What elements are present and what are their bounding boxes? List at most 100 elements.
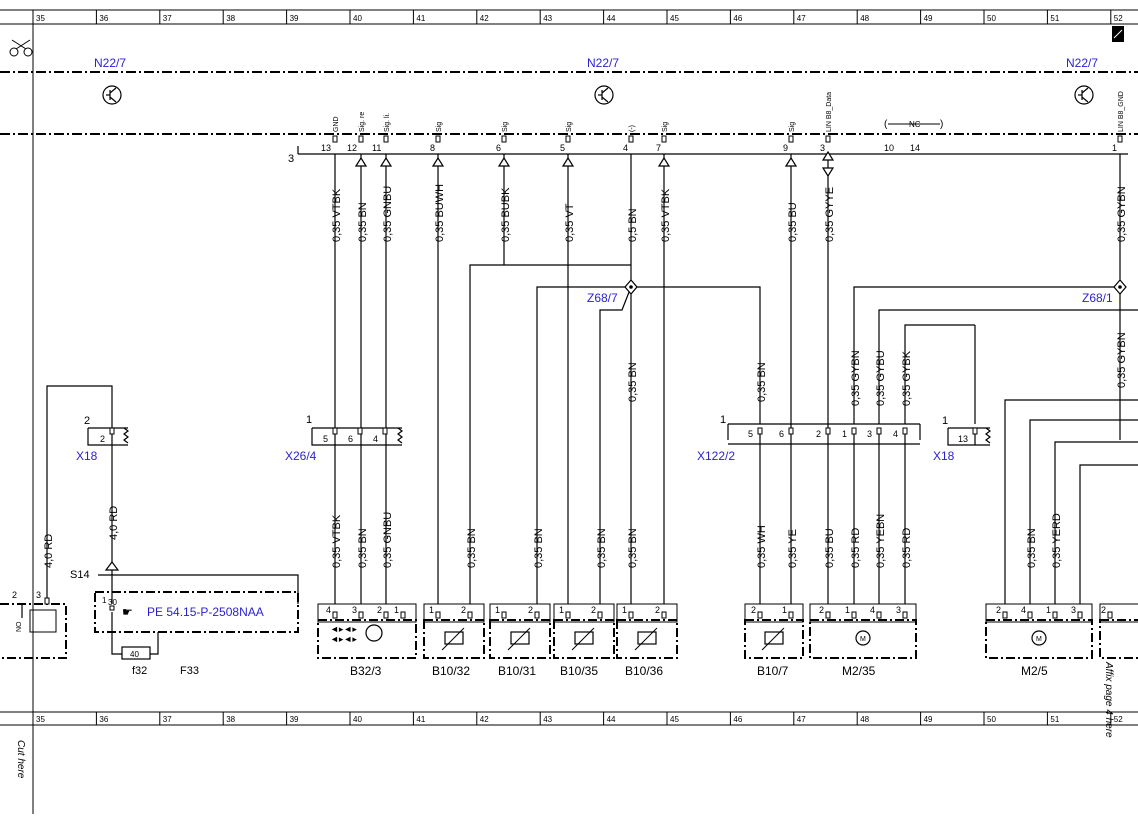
connector-x18-left: 2 2 X18 (76, 415, 129, 463)
ecu-pin-signal: GND (333, 116, 340, 132)
ecu-pin-number: 11 (372, 143, 381, 153)
component-pin-number: 1 (495, 605, 500, 615)
component-pin-number: 1 (394, 605, 399, 615)
ecu-pin (435, 135, 441, 143)
ecu-pin (383, 135, 389, 143)
n22-7-label-right: N22/7 (1066, 56, 1098, 70)
svg-text:4: 4 (373, 434, 378, 444)
svg-text:1: 1 (942, 415, 948, 427)
ruler-label-top: 48 (860, 14, 869, 23)
bidirectional-arrow (821, 150, 835, 178)
component-name: B10/31 (498, 664, 536, 678)
svg-text:4: 4 (893, 429, 898, 439)
ecu-pin (501, 135, 507, 143)
component-pin (358, 611, 364, 619)
signal-arrow (497, 156, 511, 167)
svg-text:3: 3 (867, 429, 872, 439)
ecu-pin (825, 135, 831, 143)
component-edge: 2 (1099, 603, 1138, 659)
bottom-ruler (0, 711, 1138, 726)
component-pin (628, 611, 634, 619)
svg-text:M: M (860, 636, 866, 643)
svg-text:): ) (940, 119, 943, 130)
m2-5-feed-wires (1004, 399, 1138, 604)
ruler-label-bottom: 50 (987, 715, 996, 724)
wire-label: 0,5 BN (627, 208, 639, 242)
svg-text:40: 40 (130, 650, 139, 659)
ecu-pin-signal: LIN B8_GND (1118, 91, 1125, 132)
component-pin-number: 4 (1021, 605, 1026, 615)
wires (334, 150, 1121, 604)
ecu-pin-signal: Sig (566, 122, 573, 132)
component-pin-number: 4 (870, 605, 875, 615)
component-pin (332, 611, 338, 619)
ruler-label-top: 51 (1050, 14, 1059, 23)
component-pin-number: 2 (996, 605, 1001, 615)
svg-text:2: 2 (12, 590, 17, 600)
ecu-pin-number: 7 (656, 143, 661, 153)
svg-text:1: 1 (306, 414, 312, 426)
component-pin (788, 611, 794, 619)
ecu-pin-signal: Sig (436, 122, 443, 132)
ecu-pin-signal: Sig. li. (384, 113, 391, 132)
wire-label: 0,35 BN (357, 528, 369, 568)
svg-text:2: 2 (816, 429, 821, 439)
ecu-pin-number: 9 (783, 143, 788, 153)
component-pin (383, 611, 389, 619)
sensor-icon (574, 631, 594, 645)
svg-text:30: 30 (108, 598, 117, 607)
ruler-label-top: 36 (99, 14, 108, 23)
component-name: B32/3 (350, 664, 382, 678)
ruler-label-bottom: 39 (290, 715, 299, 724)
component-pin (1052, 611, 1058, 619)
svg-text:5: 5 (323, 434, 328, 444)
svg-text:X122/2: X122/2 (697, 449, 735, 463)
signal-arrow (431, 156, 445, 167)
wire-label: 0,35 GYBN (1116, 186, 1128, 242)
document-reference-link[interactable]: PE 54.15-P-2508NAA (147, 605, 264, 619)
svg-text:1: 1 (720, 414, 726, 426)
ruler-label-bottom: 40 (353, 715, 362, 724)
wire-label: 0,35 BU (787, 202, 799, 242)
svg-text:2: 2 (100, 434, 105, 444)
ruler-label-top: 49 (924, 14, 933, 23)
wire-label: 0,35 VTBK (660, 188, 672, 242)
ecu-pin (661, 135, 667, 143)
component-pin-number: 3 (1071, 605, 1076, 615)
wire-label: 0,35 BN (756, 362, 768, 402)
ecu-pin-signal: Sig (662, 122, 669, 132)
component-pin (435, 611, 441, 619)
scissors-icon (9, 39, 33, 57)
component-name: B10/32 (432, 664, 470, 678)
component-pin (400, 611, 406, 619)
pointer-hand-icon: ☛ (122, 605, 133, 619)
component-pin (876, 611, 882, 619)
ruler-label-top: 41 (416, 14, 425, 23)
svg-text:1: 1 (102, 596, 107, 605)
component-pin-number: 1 (429, 605, 434, 615)
component-pin-number: 2 (591, 605, 596, 615)
transistor-icon (1074, 85, 1094, 105)
component-name: B10/7 (757, 664, 789, 678)
svg-text:2: 2 (84, 415, 90, 427)
component-pin (565, 611, 571, 619)
ruler-label-top: 47 (797, 14, 806, 23)
wire-label: 0,35 BN (627, 528, 639, 568)
connector-x18-right: 1 13 X18 (933, 415, 991, 463)
ruler-label-bottom: 49 (924, 715, 933, 724)
wire-label: 0,35 BN (1026, 528, 1038, 568)
component-name: B10/36 (625, 664, 663, 678)
ecu-pin (628, 135, 634, 143)
ecu-pin (1117, 135, 1123, 143)
wire-label: 0,35 BU (824, 528, 836, 568)
affix-page-label: Affix page 4 here (1103, 661, 1114, 738)
transistor-icon (365, 624, 383, 642)
signal-arrow (354, 156, 368, 167)
ecu-pin (332, 135, 338, 143)
ruler-label-top: 40 (353, 14, 362, 23)
wire-label: 0,35 BUWH (434, 184, 446, 242)
